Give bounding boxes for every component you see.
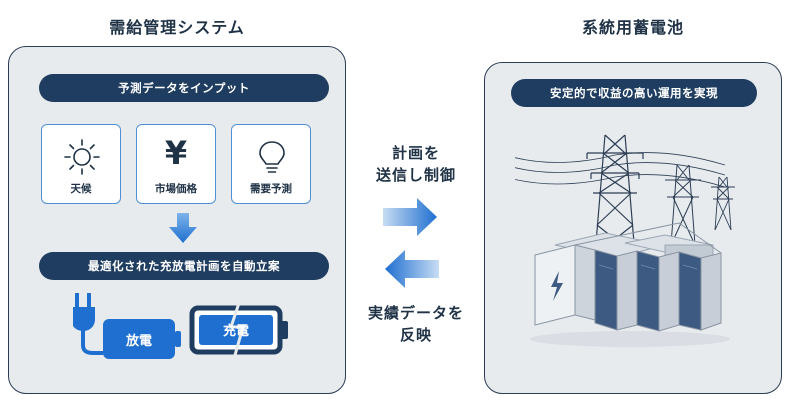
reflect-results-text: 実績データを 反映 xyxy=(356,302,476,346)
demand-forecast-label: 需要予測 xyxy=(250,183,292,195)
market-price-card: ¥ 市場価格 xyxy=(136,124,216,204)
supply-demand-system-title: 需給管理システム xyxy=(109,18,245,37)
charge-label: 充電 xyxy=(222,324,249,339)
grid-battery-title: 系統用蓄電池 xyxy=(581,18,684,37)
discharge-label: 放電 xyxy=(125,334,152,349)
forecast-input-label: 予測データをインプット xyxy=(39,74,329,102)
yen-icon: ¥ xyxy=(164,134,188,172)
grid-battery-panel: 安定的で収益の高い運用を実現 xyxy=(484,62,782,394)
lightbulb-icon xyxy=(259,141,285,173)
weather-label: 天候 xyxy=(70,183,92,195)
charge-battery: 充電 xyxy=(189,302,293,359)
send-plan-text: 計画を 送信し制御 xyxy=(356,142,476,186)
auto-plan-label: 最適化された充放電計画を自動立案 xyxy=(39,252,329,280)
market-price-label: 市場価格 xyxy=(155,183,197,195)
sun-icon xyxy=(64,139,100,175)
battery-charging-icon xyxy=(189,302,288,356)
left-arrow-icon xyxy=(385,250,439,288)
send-plan-line-1: 計画を xyxy=(391,144,440,162)
down-arrow-icon xyxy=(169,213,197,243)
send-plan-line-2: 送信し制御 xyxy=(375,166,456,184)
stable-operation-label: 安定的で収益の高い運用を実現 xyxy=(511,79,757,107)
supply-demand-system-panel: 予測データをインプット 天候 ¥ 市場価格 需要予測 xyxy=(8,46,346,394)
demand-forecast-card: 需要予測 xyxy=(231,124,311,204)
weather-card: 天候 xyxy=(41,124,121,204)
right-arrow-icon xyxy=(383,198,437,236)
battery-storage-illustration xyxy=(515,134,735,347)
reflect-results-line-2: 反映 xyxy=(399,326,432,344)
lightning-bolt-icon xyxy=(551,271,563,301)
discharge-battery: 放電 xyxy=(71,293,183,367)
plug-icon xyxy=(71,293,181,359)
reflect-results-line-1: 実績データを xyxy=(367,304,464,322)
